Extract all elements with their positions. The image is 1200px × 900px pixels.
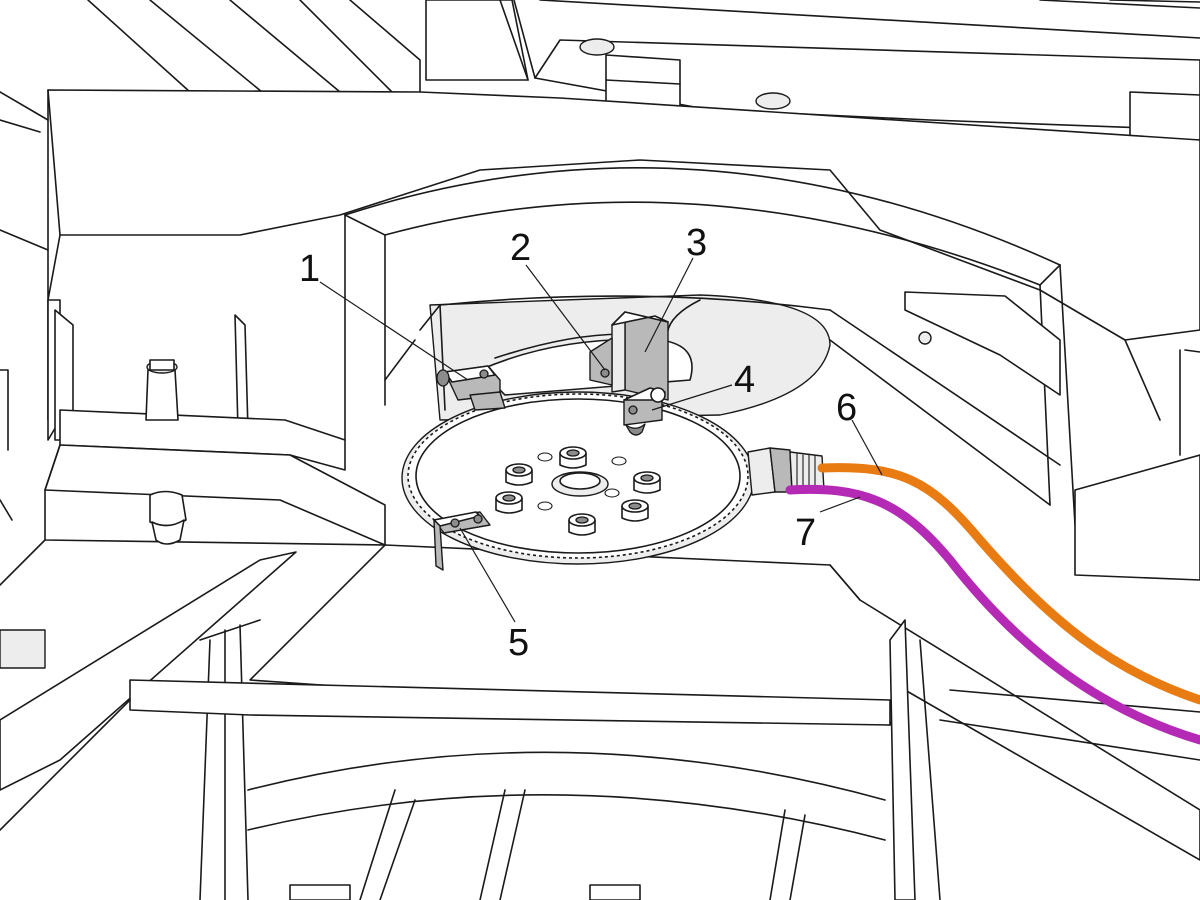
callout-3: 3 xyxy=(686,222,707,264)
bracket-5 xyxy=(433,511,491,571)
screw xyxy=(495,491,523,514)
callout-6: 6 xyxy=(836,387,857,429)
screw xyxy=(568,513,596,536)
callout-4: 4 xyxy=(734,359,755,401)
main-frame xyxy=(0,89,1200,669)
sensor-housing-3 xyxy=(589,311,669,401)
leader-1 xyxy=(319,281,469,381)
leader-lines xyxy=(319,257,883,623)
leader-2 xyxy=(525,264,606,371)
screw xyxy=(621,499,649,522)
hose-6 xyxy=(817,463,1200,705)
leader-6 xyxy=(851,419,883,476)
leader-4 xyxy=(651,384,733,411)
callout-2: 2 xyxy=(510,227,531,269)
screw xyxy=(505,463,533,486)
ring-gear xyxy=(401,391,755,565)
hose-fitting xyxy=(747,447,825,496)
callout-7: 7 xyxy=(795,512,816,554)
screw xyxy=(633,471,661,494)
leader-3 xyxy=(644,257,694,353)
screw xyxy=(559,446,587,469)
bracket-4 xyxy=(623,387,666,436)
callout-1: 1 xyxy=(299,248,320,290)
gear-screws xyxy=(495,446,661,536)
callout-5: 5 xyxy=(508,622,529,664)
leader-7 xyxy=(819,496,861,513)
hose-7 xyxy=(785,484,1200,745)
callouts: 1 2 3 4 5 6 7 xyxy=(299,222,857,664)
leader-5 xyxy=(459,527,516,623)
lower-frame xyxy=(0,539,1200,900)
